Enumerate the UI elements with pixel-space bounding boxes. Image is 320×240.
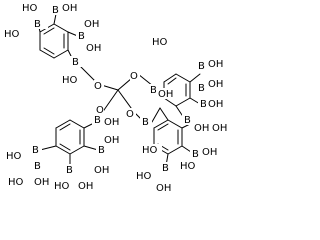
- atom-label-oh: OH: [78, 181, 93, 192]
- bond: [167, 145, 183, 155]
- bond: [151, 107, 161, 123]
- atom-label-oh: OH: [158, 89, 173, 100]
- atom-labels-ring-lower-left: B OH B HO B HO OH B HO OH B OH OH: [4, 114, 124, 192]
- atom-label-ho: HO: [152, 37, 168, 48]
- atom-label-ho: HO: [180, 161, 196, 172]
- atom-label-b: B: [72, 57, 79, 68]
- atom-label-oh: OH: [86, 43, 101, 54]
- atom-label-o: O: [130, 71, 138, 82]
- atom-label-b: B: [52, 5, 59, 16]
- bond: [167, 77, 177, 85]
- bond: [55, 145, 71, 155]
- atom-label-b: B: [200, 99, 207, 110]
- atom-label-b: B: [78, 31, 85, 42]
- atom-label-b: B: [34, 19, 41, 30]
- bond: [55, 119, 71, 129]
- atom-label-oh: OH: [62, 3, 77, 14]
- bond: [163, 97, 177, 107]
- benzene-ring-lower-left: [39, 119, 99, 166]
- bond: [153, 119, 169, 129]
- atom-label-oh: OH: [194, 123, 209, 134]
- atom-label-b: B: [142, 117, 149, 128]
- bond: [53, 23, 69, 33]
- bond: [175, 97, 191, 107]
- atom-label-oh: OH: [34, 177, 49, 188]
- molecular-structure-diagram: B HO HO B OH B OH OH B HO O O O B B OH O: [4, 2, 232, 194]
- atom-label-ho: HO: [142, 145, 158, 156]
- bond: [163, 73, 177, 83]
- atom-label-ho: HO: [54, 181, 70, 192]
- atom-label-ho: HO: [4, 29, 20, 40]
- atom-label-b: B: [192, 149, 199, 160]
- bond: [157, 123, 169, 131]
- atom-label-b: B: [98, 145, 105, 156]
- atom-label-oh: OH: [208, 59, 223, 70]
- bond: [83, 145, 99, 151]
- atom-label-ho: HO: [136, 171, 152, 182]
- bond: [159, 107, 169, 121]
- atom-label-oh: OH: [94, 165, 109, 176]
- atom-label-b: B: [198, 83, 205, 94]
- bond: [39, 49, 55, 59]
- atom-label-ho: HO: [22, 3, 38, 14]
- atom-label-b: B: [34, 161, 41, 172]
- bond: [69, 119, 85, 129]
- atom-label-oh: OH: [84, 19, 99, 30]
- atom-label-b: B: [198, 61, 205, 72]
- atom-labels-ring-lower-right: HO B OH HO B HO OH: [134, 144, 222, 194]
- bond: [103, 89, 119, 111]
- atom-label-b: B: [162, 163, 169, 174]
- atom-label-oh: OH: [202, 147, 217, 158]
- bond: [59, 123, 71, 131]
- atom-label-b: B: [32, 145, 39, 156]
- atom-label-oh: OH: [104, 117, 119, 128]
- atom-label-oh: OH: [156, 183, 171, 194]
- atom-label-o: O: [94, 81, 102, 92]
- atom-label-o: O: [96, 105, 104, 116]
- bond: [69, 145, 85, 155]
- atom-label-oh: OH: [208, 99, 223, 110]
- bond: [53, 13, 57, 25]
- bond: [39, 145, 57, 151]
- atom-label-oh: OH: [104, 135, 119, 146]
- atom-label-ho: HO: [8, 177, 24, 188]
- atom-label-ho: HO: [62, 75, 78, 86]
- bond: [59, 143, 71, 151]
- bond: [167, 119, 183, 129]
- atom-label-b: B: [184, 115, 191, 126]
- bond: [189, 73, 201, 83]
- atom-labels-ring-upper-left: B HO HO B OH B OH OH B HO: [4, 2, 106, 86]
- atom-label-o: O: [126, 109, 134, 120]
- bond: [43, 27, 55, 35]
- bond: [53, 49, 69, 59]
- atom-label-b: B: [94, 115, 101, 126]
- bond: [175, 73, 191, 83]
- atom-label-ho: HO: [6, 151, 22, 162]
- bond: [117, 77, 133, 91]
- atom-labels-central: O O O B B OH O: [94, 70, 178, 128]
- atom-label-b: B: [66, 165, 73, 176]
- bond: [43, 47, 55, 55]
- atom-label-oh: OH: [208, 79, 223, 90]
- atom-label-oh: OH: [212, 123, 227, 134]
- atom-labels-ring-upper-right: HO B OH B OH B OH B OH OH: [150, 36, 232, 134]
- atom-label-b: B: [150, 85, 157, 96]
